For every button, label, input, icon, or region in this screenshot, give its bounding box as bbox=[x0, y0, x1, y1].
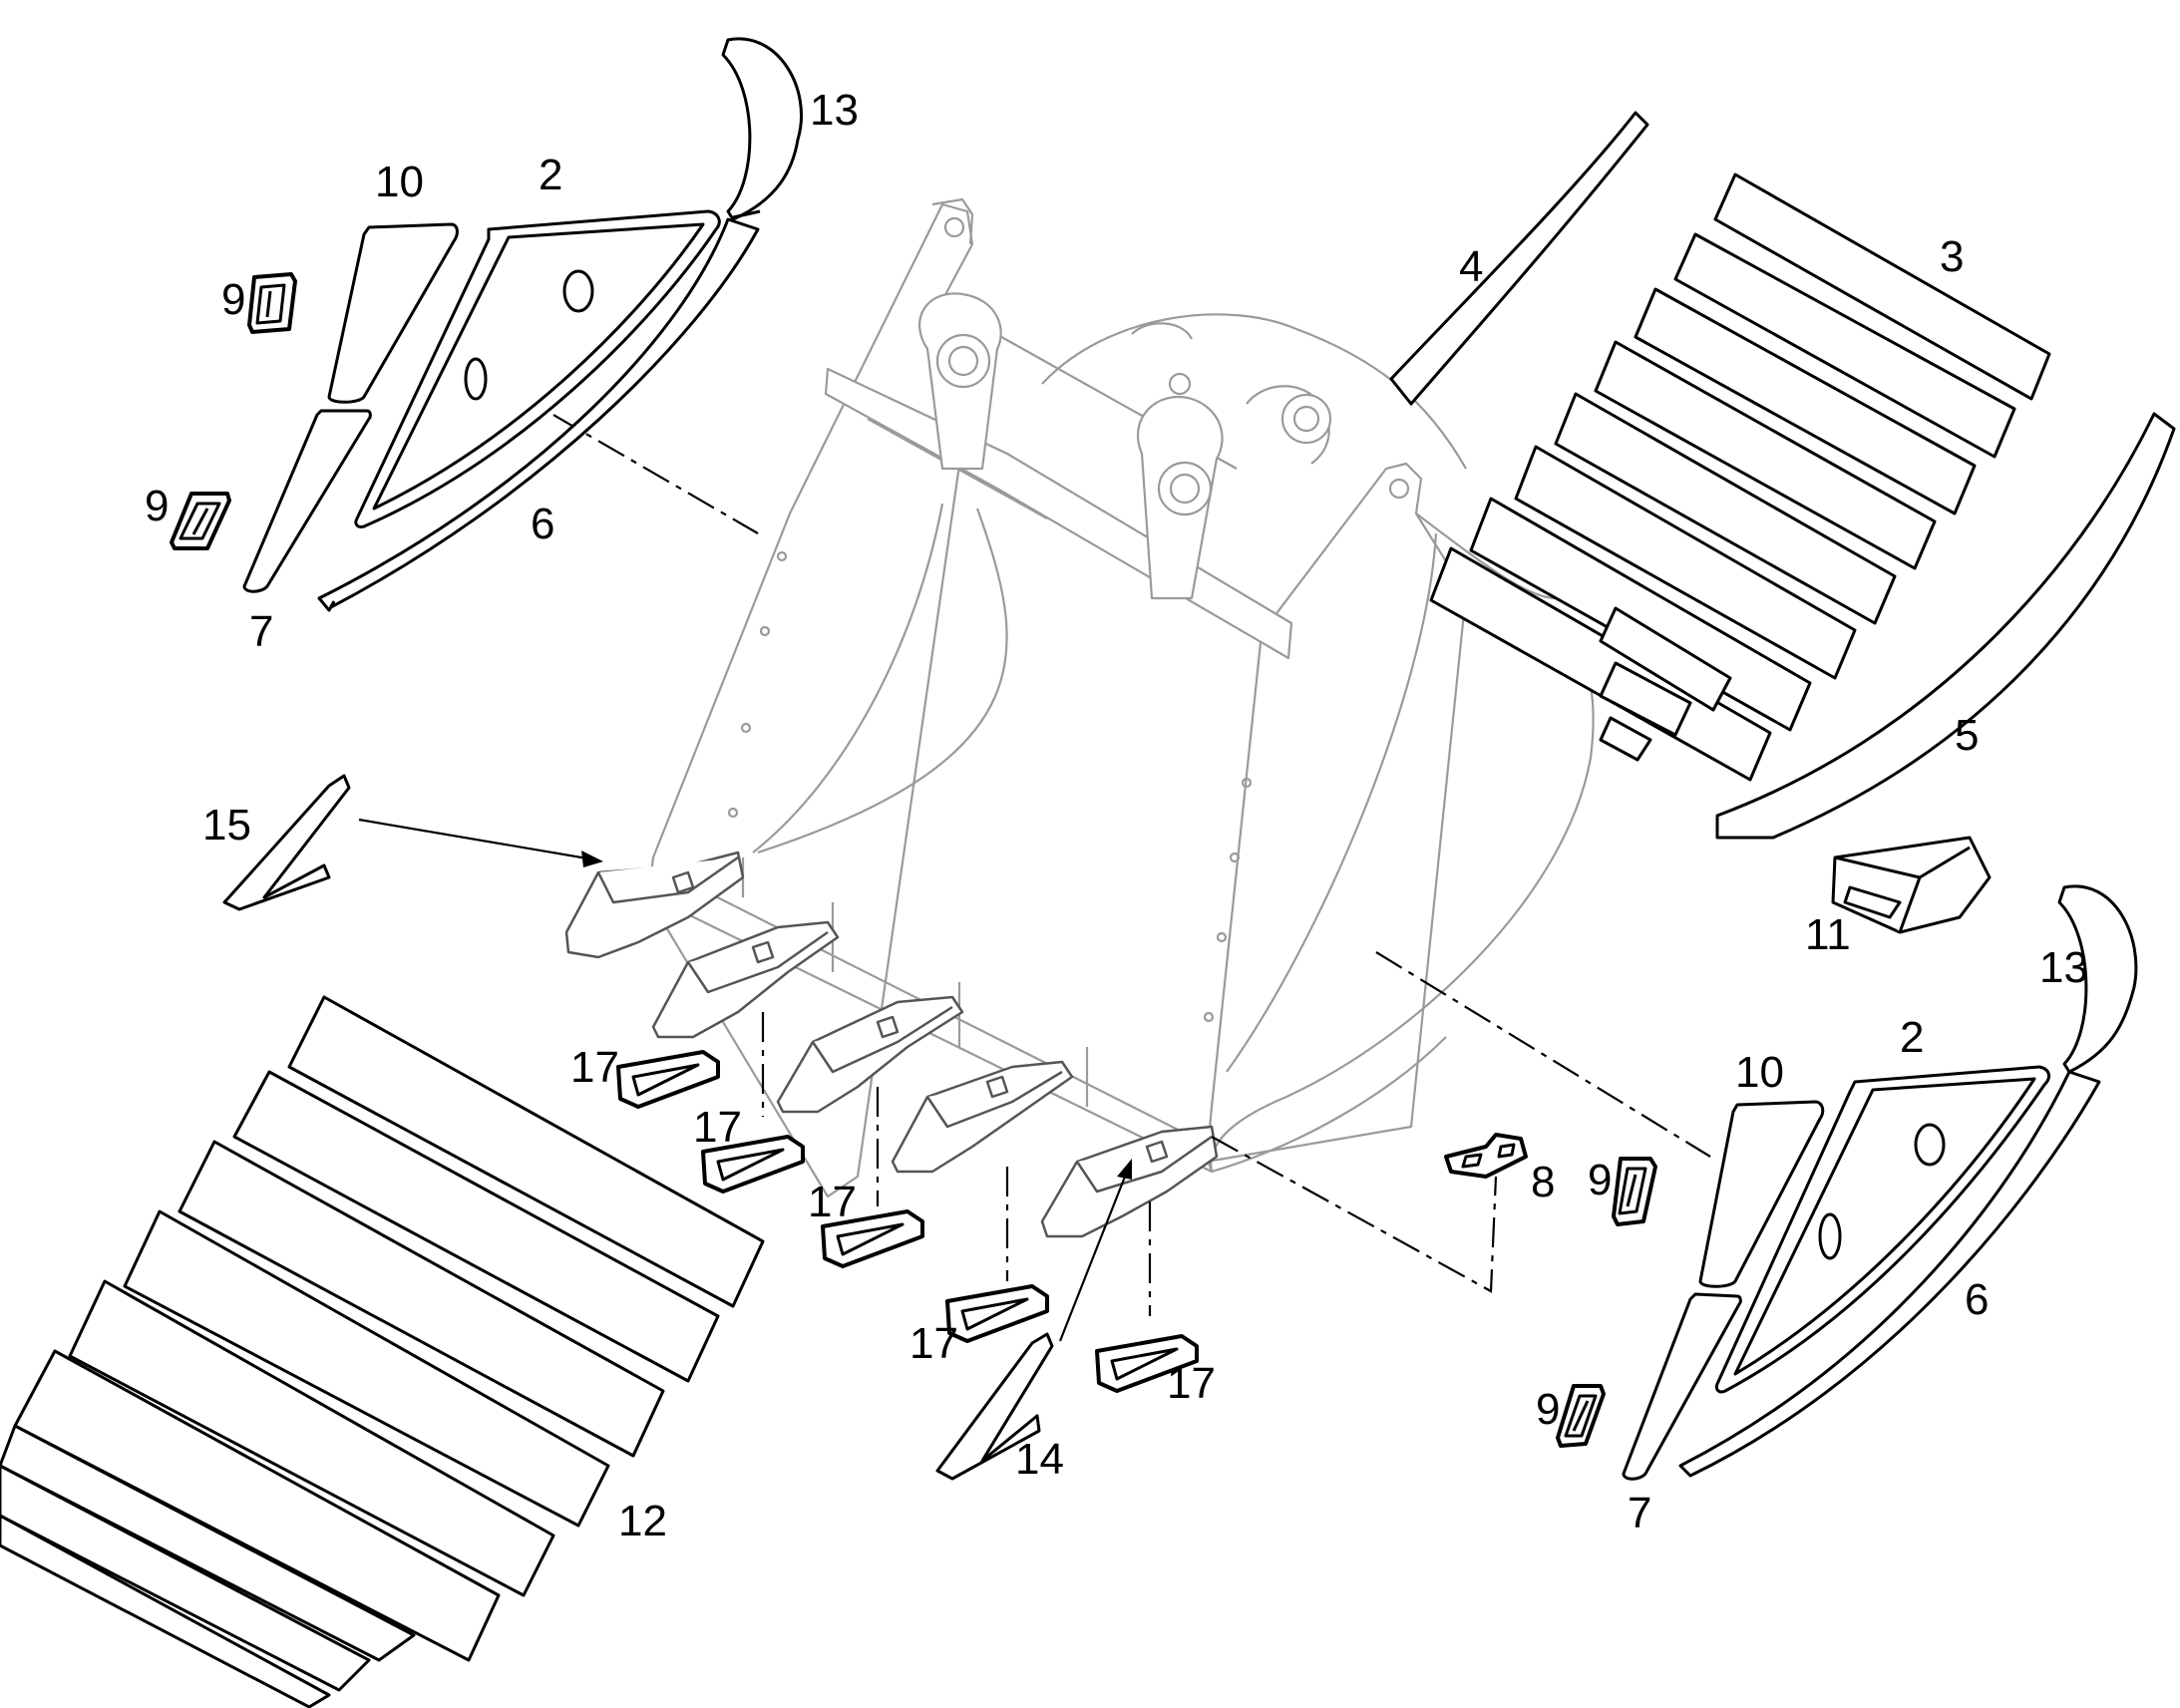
leader-arrows bbox=[358, 818, 1132, 1342]
tooth-3 bbox=[776, 995, 964, 1114]
part-5-curved-strip bbox=[1715, 412, 2176, 840]
part-14-tooth-pin bbox=[935, 1332, 1054, 1481]
callout-17-a: 17 bbox=[570, 1043, 619, 1092]
callout-3: 3 bbox=[1940, 232, 1964, 281]
part-2-hole-upper-left bbox=[562, 269, 594, 313]
callout-10-lower-right: 10 bbox=[1735, 1048, 1784, 1097]
callout-15: 15 bbox=[202, 801, 251, 850]
tooth-4 bbox=[891, 1060, 1074, 1174]
part-10-wear-pad-left bbox=[327, 222, 459, 404]
assembly-lines bbox=[508, 388, 1711, 1316]
callout-5: 5 bbox=[1955, 711, 1979, 760]
callout-4: 4 bbox=[1459, 242, 1483, 291]
strip-group-upper-right bbox=[1389, 111, 2176, 840]
tooth-1 bbox=[564, 851, 745, 959]
callout-10-upper-left: 10 bbox=[375, 158, 424, 206]
part-9-clip-upper-right bbox=[1612, 1157, 1657, 1226]
callout-labels: 13 10 2 9 9 6 7 4 3 5 15 11 13 2 10 17 1… bbox=[145, 86, 2088, 1545]
bucket-teeth bbox=[564, 851, 1219, 1238]
callout-17-b: 17 bbox=[693, 1103, 742, 1152]
callout-13-upper-left: 13 bbox=[810, 86, 859, 135]
callout-9-upper-left-b: 9 bbox=[145, 482, 169, 530]
part-6-wear-strip-right bbox=[1678, 1070, 2101, 1478]
tooth-2 bbox=[651, 920, 840, 1039]
part-13-upper-edge-right bbox=[2057, 884, 2138, 1074]
part-2-hole-upper-right bbox=[1914, 1123, 1946, 1167]
part-17-clip-3 bbox=[821, 1209, 924, 1268]
part-11-block bbox=[1831, 836, 1992, 934]
part-2-hole-lower-left bbox=[464, 357, 488, 401]
part-17-clip-4 bbox=[945, 1284, 1049, 1343]
part-17-clip-1 bbox=[616, 1050, 720, 1109]
callout-6-lower-right: 6 bbox=[1965, 1275, 1989, 1324]
callout-7-upper-left: 7 bbox=[249, 607, 273, 656]
callout-12: 12 bbox=[618, 1497, 667, 1545]
part-17-clip-2 bbox=[701, 1135, 805, 1194]
tooth-5 bbox=[1040, 1125, 1219, 1238]
callout-13-lower-right: 13 bbox=[2039, 943, 2088, 992]
callout-2-upper-left: 2 bbox=[539, 151, 562, 199]
part-17-clips bbox=[616, 1050, 1199, 1393]
callout-9-lower-right-a: 9 bbox=[1588, 1156, 1612, 1204]
callout-6-upper-left: 6 bbox=[531, 500, 554, 548]
callout-2-lower-right: 2 bbox=[1900, 1013, 1924, 1062]
part-10-wear-pad-right bbox=[1698, 1100, 1825, 1288]
callout-9-lower-right-b: 9 bbox=[1536, 1385, 1560, 1434]
side-cutter-group-right bbox=[1556, 884, 2138, 1481]
callout-17-e: 17 bbox=[1167, 1359, 1216, 1408]
callout-8: 8 bbox=[1531, 1158, 1555, 1206]
part-9-clip-lower-right bbox=[1556, 1384, 1606, 1448]
side-cutter-group-left bbox=[170, 37, 803, 612]
part-2-hole-lower-right bbox=[1818, 1212, 1842, 1260]
part-17-clip-5 bbox=[1095, 1334, 1199, 1393]
part-12-wear-strips bbox=[0, 995, 765, 1708]
callout-7-lower-right: 7 bbox=[1628, 1489, 1651, 1537]
part-13-upper-edge-left bbox=[721, 37, 803, 221]
callout-14: 14 bbox=[1015, 1435, 1064, 1484]
part-9-clip-upper-left bbox=[247, 272, 297, 334]
callout-9-upper-left-a: 9 bbox=[221, 275, 245, 324]
part-3-wear-strips bbox=[1429, 172, 2051, 782]
part-7-wear-pad-left bbox=[242, 409, 372, 593]
part-8-retainer bbox=[1444, 1133, 1528, 1179]
part-15-tooth-pin bbox=[222, 774, 351, 911]
part-9-clip-lower-left bbox=[170, 492, 231, 550]
callout-17-d: 17 bbox=[909, 1319, 958, 1368]
callout-11: 11 bbox=[1805, 910, 1851, 959]
callout-17-c: 17 bbox=[808, 1178, 857, 1226]
part-4-curved-strip bbox=[1389, 111, 1649, 406]
part-7-wear-pad-right bbox=[1622, 1292, 1742, 1481]
